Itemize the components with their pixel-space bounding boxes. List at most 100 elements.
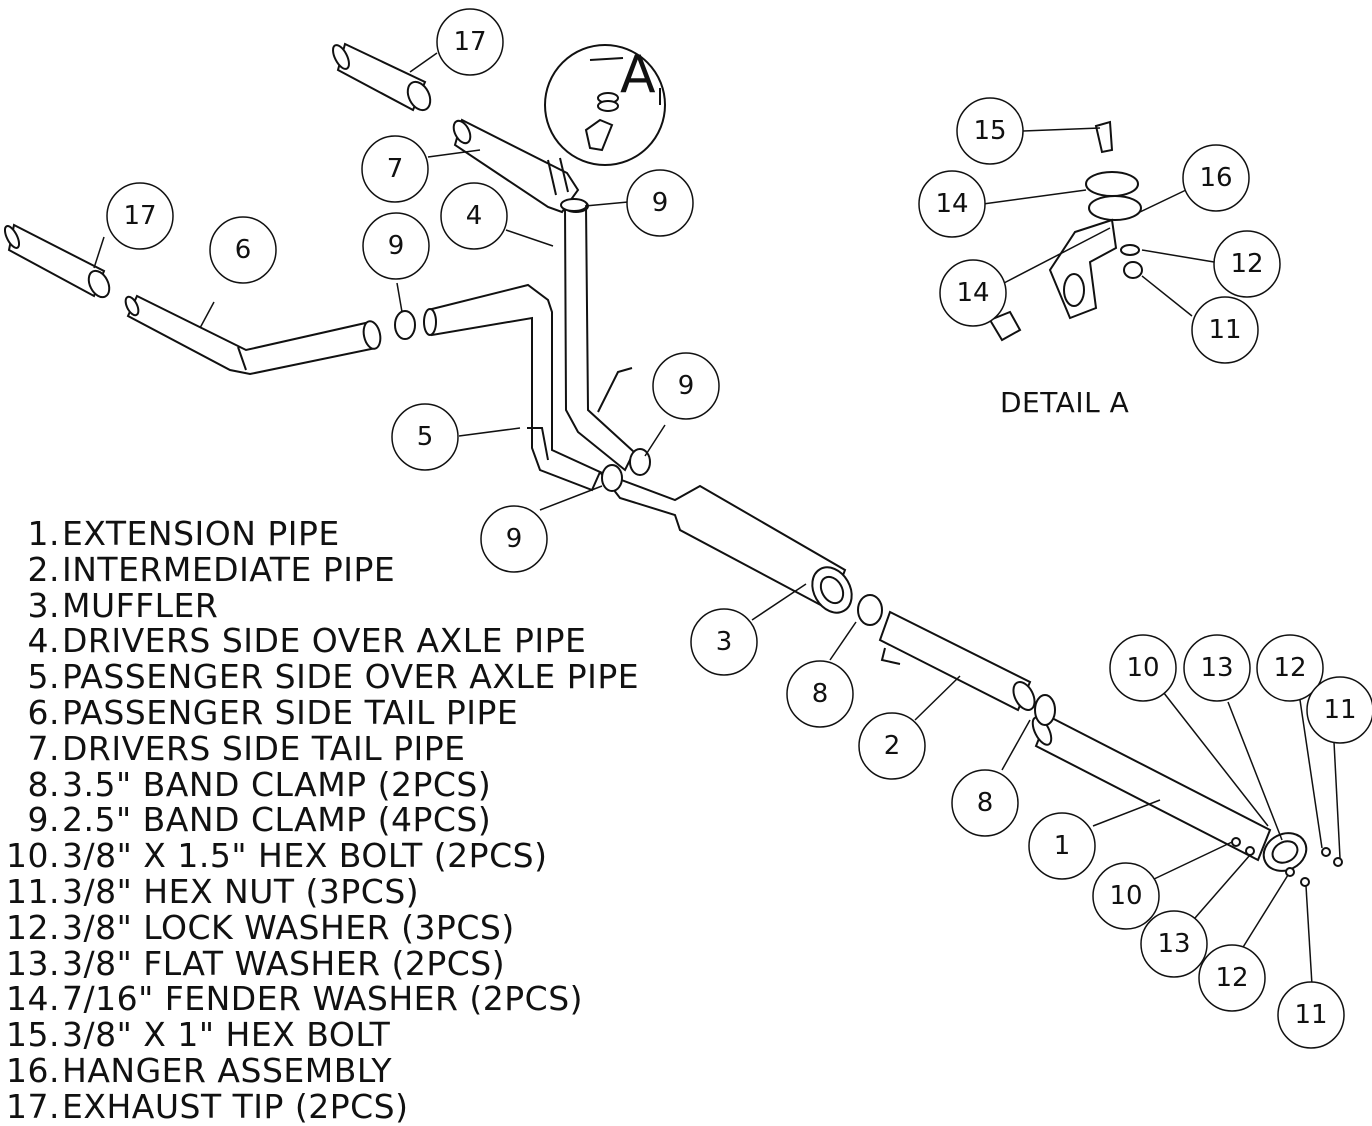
callout-number: 17: [123, 201, 156, 231]
legend-row: 3.MUFFLER: [0, 585, 700, 625]
callout-number: 9: [678, 371, 695, 401]
legend-row: 10.3/8" X 1.5" HEX BOLT (2PCS): [0, 838, 700, 874]
legend-number: 9.: [27, 800, 60, 840]
callout-11: 11: [1191, 296, 1259, 364]
legend-number: 17.: [6, 1086, 60, 1126]
legend-number: 6.: [27, 692, 60, 732]
legend-part-name: 3.5" BAND CLAMP (2PCS): [62, 764, 492, 804]
callout-circle: [1198, 944, 1266, 1012]
legend-part-name: EXHAUST TIP (2PCS): [62, 1086, 409, 1126]
legend-part-name: 3/8" X 1.5" HEX BOLT (2PCS): [62, 836, 548, 876]
callout-14: 14: [918, 170, 986, 238]
legend-part-name: EXTENSION PIPE: [62, 514, 340, 553]
callout-circle: [1182, 144, 1250, 212]
callout-circle: [786, 660, 854, 728]
legend-part-name: HANGER ASSEMBLY: [62, 1050, 393, 1090]
callout-number: 10: [1126, 653, 1159, 683]
callout-number: 12: [1273, 653, 1306, 683]
callout-17: 17: [106, 182, 174, 250]
callout-circle: [480, 505, 548, 573]
drivers-tail-pipe: [452, 118, 580, 214]
callout-11: 11: [1306, 676, 1372, 744]
callout-9: 9: [652, 352, 720, 420]
exhaust-tip-upper: [332, 42, 432, 112]
callout-number: 8: [977, 788, 994, 818]
callout-number: 2: [884, 731, 901, 761]
callout-6: 6: [209, 216, 277, 284]
callout-circle: [652, 352, 720, 420]
legend-part-name: 3/8" X 1" HEX BOLT: [62, 1015, 391, 1055]
callout-circle: [956, 97, 1024, 165]
passenger-tail-pipe: [124, 294, 382, 376]
legend-number: 4.: [27, 621, 60, 661]
callout-number: 14: [956, 278, 989, 308]
callout-circle: [361, 135, 429, 203]
callout-number: 5: [417, 422, 434, 452]
callout-circle: [1306, 676, 1372, 744]
callout-circle: [858, 712, 926, 780]
drivers-over-axle-pipe: [563, 199, 636, 472]
callout-circle: [1140, 910, 1208, 978]
legend-number: 10.: [6, 836, 60, 876]
legend-part-name: 3/8" LOCK WASHER (3PCS): [62, 907, 515, 947]
legend-part-name: MUFFLER: [62, 585, 219, 625]
intermediate-pipe: [878, 610, 1036, 712]
legend-number: 14.: [6, 979, 60, 1019]
muffler-assembly: [597, 469, 853, 614]
exhaust-tip-left: [3, 223, 111, 299]
legend-number: 13.: [6, 943, 60, 983]
callout-number: 17: [453, 27, 486, 57]
callout-circle: [1191, 296, 1259, 364]
callout-circle: [1213, 230, 1281, 298]
callout-number: 4: [466, 201, 483, 231]
legend-part-name: 3/8" FLAT WASHER (2PCS): [62, 943, 506, 983]
callout-circle: [391, 403, 459, 471]
legend-row: 16.HANGER ASSEMBLY: [0, 1053, 700, 1089]
callout-circle: [1028, 812, 1096, 880]
callout-number: 9: [506, 524, 523, 554]
callout-circle: [209, 216, 277, 284]
callout-13: 13: [1183, 634, 1251, 702]
callout-circle: [440, 182, 508, 250]
legend-part-name: 7/16" FENDER WASHER (2PCS): [62, 979, 584, 1019]
callout-number: 15: [973, 116, 1006, 146]
callout-number: 9: [388, 231, 405, 261]
legend-row: 14.7/16" FENDER WASHER (2PCS): [0, 981, 700, 1017]
detail-a-hanger-small: [544, 44, 666, 166]
legend-row: 2.INTERMEDIATE PIPE: [0, 549, 700, 589]
legend-number: 12.: [6, 907, 60, 947]
callout-number: 7: [387, 154, 404, 184]
legend-row: 4.DRIVERS SIDE OVER AXLE PIPE: [0, 623, 700, 659]
legend-row: 5.PASSENGER SIDE OVER AXLE PIPE: [0, 659, 700, 695]
callout-leaders: [93, 52, 1341, 986]
callout-3: 3: [690, 608, 758, 676]
callout-14: 14: [939, 259, 1007, 327]
detail-a-view: [988, 120, 1143, 342]
legend-number: 5.: [27, 657, 60, 697]
callout-circle: [1256, 634, 1324, 702]
passenger-over-axle-pipe: [423, 283, 602, 492]
callout-9: 9: [480, 505, 548, 573]
legend-part-name: INTERMEDIATE PIPE: [62, 549, 396, 589]
callout-number: 16: [1199, 163, 1232, 193]
legend-number: 3.: [27, 585, 60, 625]
legend-row: 6.PASSENGER SIDE TAIL PIPE: [0, 695, 700, 731]
callout-13: 13: [1140, 910, 1208, 978]
legend-part-name: 2.5" BAND CLAMP (4PCS): [62, 800, 492, 840]
callout-circle: [1109, 634, 1177, 702]
callout-number: 13: [1157, 929, 1190, 959]
callout-circle: [362, 212, 430, 280]
callout-number: 8: [812, 679, 829, 709]
legend-row: 15.3/8" X 1" HEX BOLT: [0, 1017, 700, 1053]
callout-2: 2: [858, 712, 926, 780]
legend-number: 8.: [27, 764, 60, 804]
callout-circle: [690, 608, 758, 676]
legend-number: 7.: [27, 728, 60, 768]
extension-pipe: [1031, 714, 1308, 872]
callout-circle: [939, 259, 1007, 327]
callout-9: 9: [626, 169, 694, 237]
callout-5: 5: [391, 403, 459, 471]
